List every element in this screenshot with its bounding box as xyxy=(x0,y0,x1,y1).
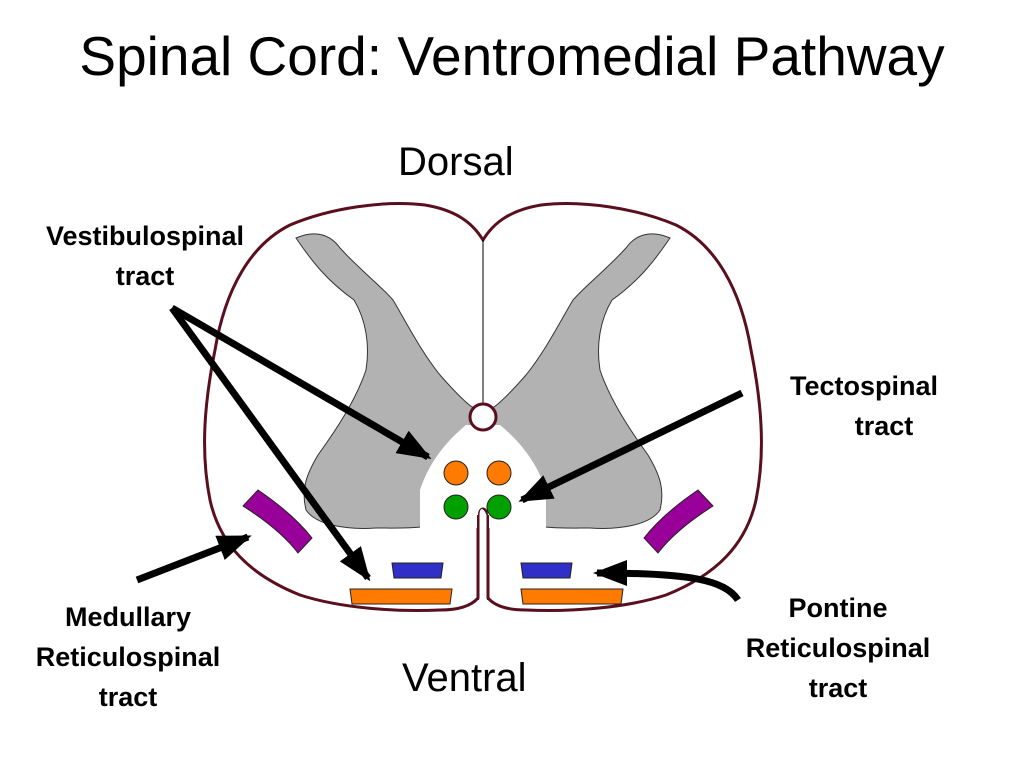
tectospinal-label: Tectospinal tract xyxy=(789,371,939,441)
page-title: Spinal Cord: Ventromedial Pathway xyxy=(79,25,945,87)
tract-dot-orange-right xyxy=(486,460,512,486)
arrow-tectospinal xyxy=(518,389,744,504)
dorsal-label: Dorsal xyxy=(398,140,514,184)
tract-dot-orange-left xyxy=(443,460,469,486)
arrow-pontine xyxy=(593,560,741,603)
pontine-tract-right xyxy=(520,562,573,579)
arrow-vestibulospinal-medial xyxy=(170,304,432,461)
vestibulospinal-tract-left xyxy=(349,588,453,605)
vestibulospinal-tract-right xyxy=(520,588,624,605)
arrow-medullary xyxy=(135,533,252,584)
arrow-vestibulospinal-lateral xyxy=(169,305,371,582)
pontine-label: Pontine Reticulospinal tract xyxy=(745,593,931,703)
gray-matter xyxy=(295,233,671,529)
medullary-tract-left xyxy=(242,489,313,554)
pontine-tract-left xyxy=(391,562,444,579)
tract-dot-green-right xyxy=(486,494,512,520)
tract-dot-green-left xyxy=(443,494,469,520)
vestibulospinal-label: Vestibulospinal tract xyxy=(45,221,245,291)
central-canal xyxy=(468,402,498,432)
medullary-tract-right xyxy=(643,489,714,554)
medullary-label: Medullary Reticulospinal tract xyxy=(35,602,221,712)
ventral-label: Ventral xyxy=(402,656,527,700)
